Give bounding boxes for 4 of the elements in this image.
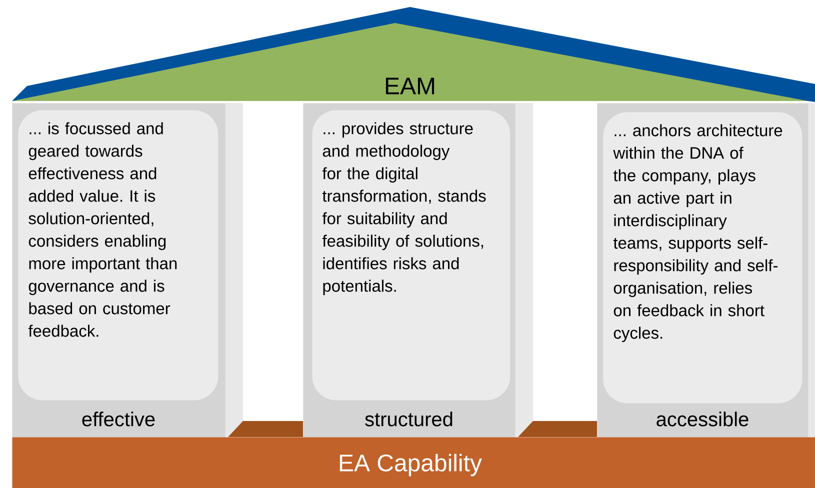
text-box: ... anchors architecture within the DNA of the company, plays an active part in interdisciplinary teams, supports self-responsibility and self-organisation, relies on feedback in short cycles. <box>603 112 802 404</box>
text-box: ... is focussed and geared towards effectiveness and added value. It is solution-oriented, considers enabling more important than governance and is based on customer feedback. <box>18 110 218 400</box>
text-box: ... provides structure and methodology for the digital transformation, stands for suitability and feasibility of solutions, identifies risks and potentials. <box>312 110 510 400</box>
roof: EAM <box>12 7 815 102</box>
